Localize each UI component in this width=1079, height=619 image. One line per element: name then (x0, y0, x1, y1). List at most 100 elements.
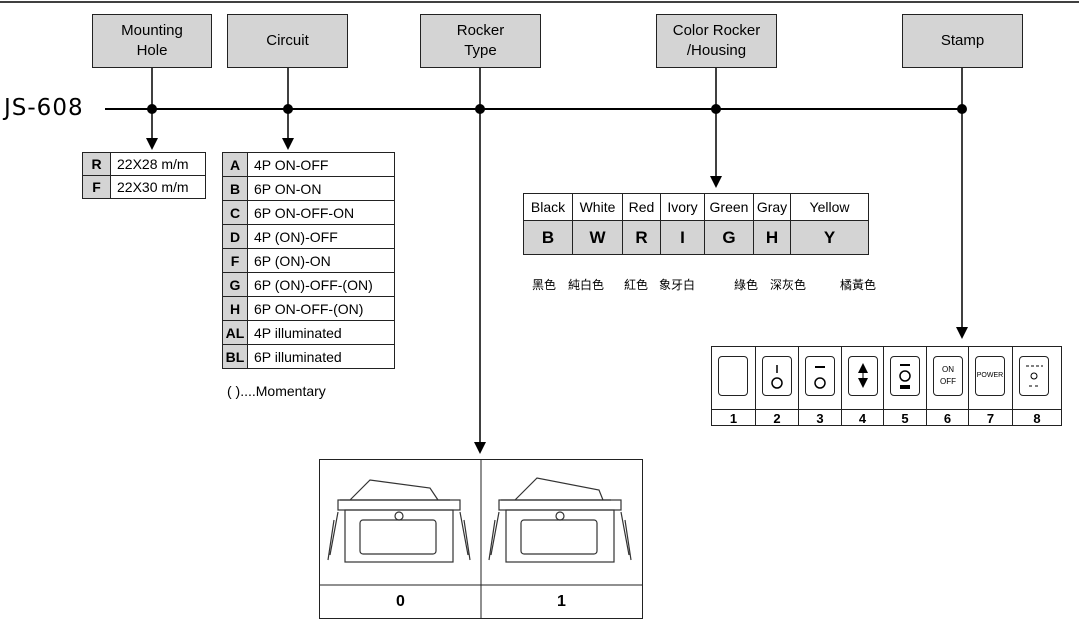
color-name: White (572, 193, 623, 221)
up-down-triangle-icon (848, 356, 878, 396)
hole-code: F (82, 175, 111, 199)
rocker-drawings (320, 460, 642, 618)
stamp-number: 8 (1013, 409, 1061, 426)
stamp-number: 3 (799, 409, 842, 426)
circuit-code: BL (222, 344, 248, 369)
stamp-cell (799, 347, 842, 409)
color-code: W (572, 220, 623, 255)
stamp-cell (712, 347, 756, 409)
color-name: Yellow (790, 193, 869, 221)
color-chinese-name: 綠色 (734, 278, 759, 292)
circuit-code: F (222, 248, 248, 273)
stamp-cell: POWER (969, 347, 1013, 409)
color-chinese-name: 純白色 (568, 278, 605, 292)
blank-icon (718, 356, 748, 396)
color-code: R (622, 220, 661, 255)
color-code: G (704, 220, 754, 255)
on-off-text-icon: ON OFF (933, 356, 963, 396)
color-name-row: Black White Red Ivory Green Gray Yellow (523, 193, 869, 221)
color-code-row: B W R I G H Y (523, 220, 869, 255)
color-chinese-name: 象牙白 (659, 278, 696, 292)
circuit-desc: 6P ON-OFF-(ON) (247, 296, 395, 321)
stamp-cell (1013, 347, 1062, 409)
stamp-cell: ON OFF (927, 347, 969, 409)
header-line: Rocker (456, 22, 505, 39)
header-line: Color Rocker (672, 22, 761, 39)
header-stamp: Stamp (902, 14, 1023, 68)
power-text-icon: POWER (975, 356, 1005, 396)
circuit-desc: 6P illuminated (247, 344, 395, 369)
circuit-code: G (222, 272, 248, 297)
circuit-desc: 6P (ON)-OFF-(ON) (247, 272, 395, 297)
circuit-code: AL (222, 320, 248, 345)
rocker-type-number: 0 (396, 593, 405, 610)
header-line: Stamp (940, 32, 985, 49)
circuit-code: C (222, 200, 248, 225)
circuit-desc: 6P (ON)-ON (247, 248, 395, 273)
header-line: Circuit (266, 32, 309, 49)
stamp-text: POWER (976, 372, 1004, 379)
circuit-desc: 6P ON-OFF-ON (247, 200, 395, 225)
color-name: Gray (753, 193, 791, 221)
color-name: Black (523, 193, 573, 221)
color-code: B (523, 220, 573, 255)
rocker-type-number: 1 (557, 593, 566, 610)
circuit-desc: 4P illuminated (247, 320, 395, 345)
stamp-options: ON OFF POWER 1 2 3 4 5 6 7 8 (711, 346, 1062, 426)
color-code: Y (790, 220, 869, 255)
momentary-note: ( )....Momentary (227, 383, 326, 399)
hole-desc: 22X28 m/m (110, 152, 206, 176)
color-name: Red (622, 193, 661, 221)
circuit-desc: 6P ON-ON (247, 176, 395, 201)
header-line: Type (464, 42, 497, 59)
stamp-cell (842, 347, 884, 409)
stamp-number: 1 (712, 409, 756, 426)
color-name: Green (704, 193, 754, 221)
circuit-code: H (222, 296, 248, 321)
circuit-code: D (222, 224, 248, 249)
dots-circle-icon (1019, 356, 1049, 396)
circuit-code: B (222, 176, 248, 201)
rocker-switch-type0-icon (327, 479, 471, 563)
stamp-number: 5 (884, 409, 927, 426)
color-code: H (753, 220, 791, 255)
stamp-number: 7 (969, 409, 1013, 426)
color-table: Black White Red Ivory Green Gray Yellow … (523, 193, 869, 255)
stamp-number: 6 (927, 409, 969, 426)
dash-circle-equals-icon (890, 356, 920, 396)
color-code: I (660, 220, 705, 255)
stamp-number: 2 (756, 409, 799, 426)
circuit-code: A (222, 152, 248, 177)
header-line: /Housing (686, 42, 747, 59)
hole-desc: 22X30 m/m (110, 175, 206, 199)
header-circuit: Circuit (227, 14, 348, 68)
color-chinese-name: 紅色 (624, 278, 649, 292)
header-line: Mounting (121, 22, 183, 39)
circuit-desc: 4P (ON)-OFF (247, 224, 395, 249)
header-color-rocker-housing: Color Rocker/Housing (656, 14, 777, 68)
dash-circle-icon (805, 356, 835, 396)
color-name: Ivory (660, 193, 705, 221)
stamp-cell (756, 347, 799, 409)
stamp-number: 4 (842, 409, 884, 426)
stamp-text: ON (942, 365, 954, 374)
model-number: JS-608 (4, 95, 84, 121)
header-line: Hole (136, 42, 168, 59)
stamp-text: OFF (940, 377, 956, 386)
color-chinese-name: 橘黃色 (840, 278, 877, 292)
